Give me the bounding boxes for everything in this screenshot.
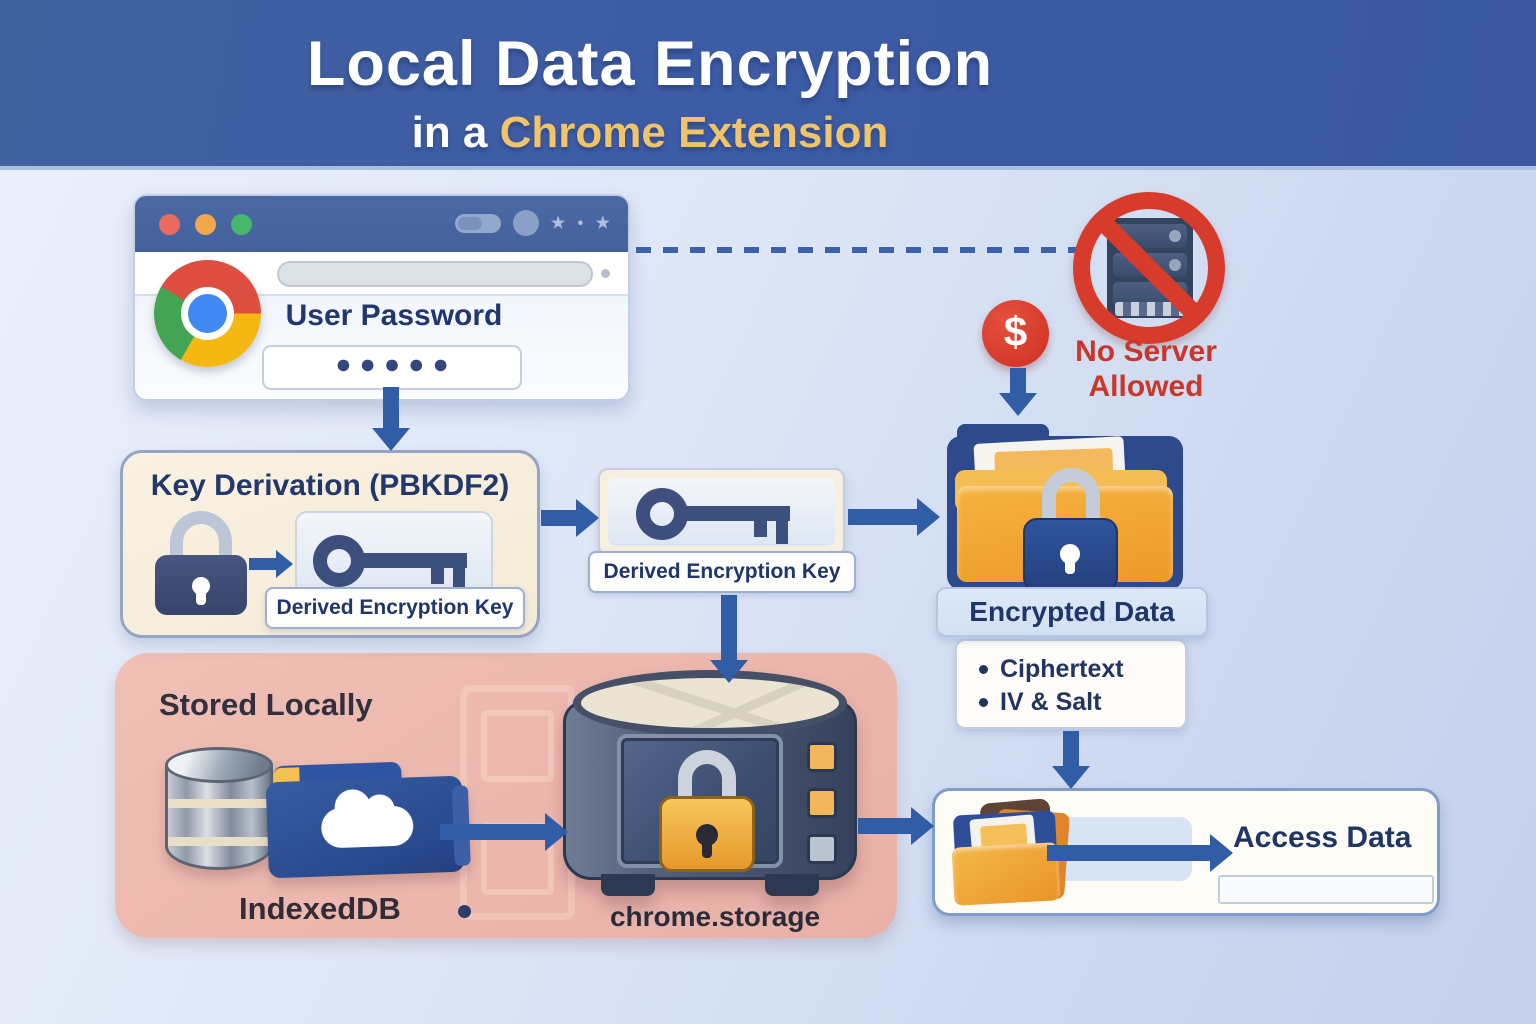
page-title: Local Data Encryption xyxy=(306,29,994,99)
access-data-box: Access Data xyxy=(932,788,1440,916)
gold-padlock-icon xyxy=(659,750,755,872)
encrypted-folder-icon xyxy=(943,424,1191,592)
key-icon xyxy=(636,486,806,544)
header-text-block: Local Data Encryption in a Chrome Extens… xyxy=(0,28,1300,158)
safe-icon xyxy=(563,670,857,910)
minimize-icon xyxy=(195,214,216,235)
browser-window: ★ • ★ User Password ●●●●● xyxy=(133,194,630,401)
arrow-storage-to-access xyxy=(858,806,934,846)
safe-button-icon xyxy=(807,742,837,772)
header-banner: Local Data Encryption in a Chrome Extens… xyxy=(0,0,1536,170)
arrow-folder-to-accesslabel xyxy=(1047,834,1233,872)
prohibition-ring-icon xyxy=(1073,192,1225,344)
key-derivation-title: Key Derivation (PBKDF2) xyxy=(150,469,510,502)
list-item: Ciphertext xyxy=(979,653,1185,686)
indexeddb-label: IndexedDB xyxy=(239,891,401,926)
maximize-icon xyxy=(231,214,252,235)
url-bar xyxy=(277,261,593,287)
browser-titlebar: ★ • ★ xyxy=(135,196,628,252)
derived-key-label: Derived Encryption Key xyxy=(265,587,525,629)
traffic-lights xyxy=(159,214,252,235)
toggle-icon xyxy=(454,213,501,233)
encrypted-data-title: Encrypted Data xyxy=(936,587,1208,637)
access-data-field xyxy=(1218,875,1434,904)
close-icon xyxy=(159,214,180,235)
star-icons: ★ • ★ xyxy=(550,215,614,232)
key-icon xyxy=(313,533,483,591)
background-pattern xyxy=(460,685,575,920)
encrypted-data-details: Ciphertext IV & Salt xyxy=(955,639,1187,729)
password-field: ●●●●● xyxy=(262,345,522,390)
profile-circle-icon xyxy=(512,210,539,236)
separator-dot-icon xyxy=(458,905,471,918)
no-server-caption: No Server Allowed xyxy=(1075,335,1217,403)
arrow-lock-to-key xyxy=(249,547,293,581)
arrow-derivedkey-to-encrypted xyxy=(848,498,940,536)
access-data-label: Access Data xyxy=(1233,821,1412,854)
list-item: IV & Salt xyxy=(979,686,1185,719)
subtitle-highlight: Chrome Extension xyxy=(499,108,889,157)
folder-padlock-icon xyxy=(1023,468,1118,592)
password-label: User Password xyxy=(285,299,503,332)
derived-key-panel xyxy=(598,468,845,556)
dashed-connector xyxy=(636,247,1076,253)
arrow-derivedkey-to-storage xyxy=(710,595,748,683)
no-server-icon xyxy=(1073,192,1225,344)
stored-locally-title: Stored Locally xyxy=(159,687,373,722)
password-mask: ●●●●● xyxy=(335,349,457,379)
arrow-password-to-kdf xyxy=(372,387,410,451)
arrow-encrypted-to-access xyxy=(1052,731,1090,789)
database-icon xyxy=(165,747,273,885)
page-subtitle: in a Chrome Extension xyxy=(0,108,1300,158)
chrome-storage-label: chrome.storage xyxy=(609,901,821,932)
chrome-logo-icon xyxy=(154,260,261,367)
url-dot-icon xyxy=(601,269,610,278)
subtitle-prefix: in a xyxy=(411,108,500,157)
safe-button-icon xyxy=(807,788,837,818)
window-controls: ★ • ★ xyxy=(454,210,614,236)
key-derivation-box: Key Derivation (PBKDF2) Derived Encrypti… xyxy=(120,450,540,638)
cloud-icon xyxy=(320,805,414,849)
cloud-folder-icon xyxy=(265,760,471,879)
bullet-icon xyxy=(979,665,988,674)
arrow-dollar-to-folder xyxy=(999,368,1037,416)
padlock-icon xyxy=(155,511,247,615)
derived-key-panel-label: Derived Encryption Key xyxy=(588,551,856,593)
dollar-badge-icon: $ xyxy=(982,300,1049,367)
bullet-icon xyxy=(979,698,988,707)
arrow-kdf-to-derivedkey xyxy=(541,499,599,537)
safe-button-icon xyxy=(807,834,837,864)
arrow-indexeddb-to-storage xyxy=(440,812,568,852)
